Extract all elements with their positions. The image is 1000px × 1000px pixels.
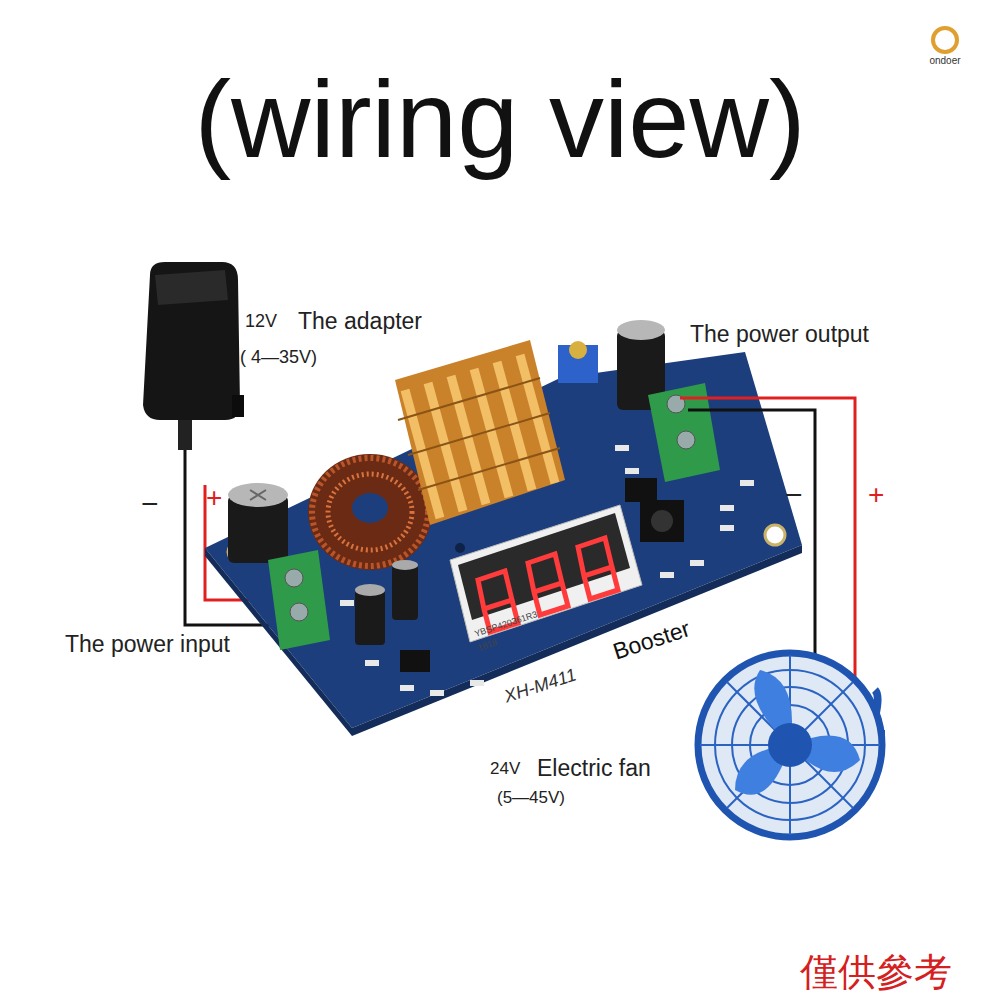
led-display-part-part [578, 538, 618, 599]
booster-board-part [400, 650, 430, 672]
power-adapter-part [178, 420, 192, 450]
part-name: The power output [690, 322, 869, 347]
booster-board-part-part [340, 600, 354, 606]
input-terminal-part [285, 569, 303, 587]
push-button [640, 500, 684, 542]
led-display-part-part [528, 554, 568, 615]
power-adapter-part [143, 262, 240, 420]
part-name: The power input [65, 632, 230, 657]
toroid-inductor-part [352, 493, 388, 523]
led-display-part [478, 538, 618, 632]
booster-board-part-part [720, 525, 734, 531]
toroid-inductor-part [312, 458, 428, 566]
heatsink-part-part [398, 378, 540, 420]
power-adapter [143, 262, 244, 450]
booster-board-part-part [470, 680, 484, 686]
push-button-part [651, 510, 673, 532]
booster-board-part-part [690, 560, 704, 566]
toroid-inductor [308, 454, 432, 570]
led-display [450, 505, 642, 642]
watermark-logo [933, 28, 957, 52]
electric-fan-part [700, 655, 880, 835]
electric-fan-part [698, 653, 882, 837]
capacitors-part [355, 590, 385, 645]
voltage-note: 12V [245, 312, 277, 332]
voltage-note: 24V [490, 760, 520, 779]
capacitors-part [355, 584, 385, 596]
booster-board-part-part [430, 690, 444, 696]
electric-fan-part [768, 723, 812, 767]
toroid-inductor-part [328, 474, 412, 550]
capacitors-part [228, 483, 288, 507]
booster-board-part [765, 525, 785, 545]
heatsink-part-part [418, 448, 560, 490]
booster-board-part-part [660, 572, 674, 578]
polarity-sign: − [141, 487, 159, 520]
title: (wiring view) [194, 58, 805, 179]
part-name: The adapter [298, 309, 422, 334]
output-terminal-part [677, 431, 695, 449]
booster-board-part-part [720, 505, 734, 511]
range-note: ( 4—35V) [240, 348, 317, 368]
potentiometer-part [569, 341, 587, 359]
range-note: (5—45V) [497, 789, 565, 808]
booster-board-part [455, 543, 465, 553]
booster-board-part-part [400, 685, 414, 691]
push-button-part [640, 500, 684, 542]
toroid-inductor-part [308, 454, 432, 570]
heatsink-part-part [408, 413, 550, 455]
led-display-part [450, 505, 642, 642]
watermark: ondoer [929, 55, 960, 66]
heatsink [395, 340, 565, 525]
polarity-sign: + [868, 480, 884, 511]
polarity-sign: − [785, 478, 803, 511]
input-terminal-part [268, 550, 330, 650]
capacitors-part [392, 565, 418, 620]
input-terminal-part [290, 603, 308, 621]
booster-board-part-part [365, 660, 379, 666]
booster-board-part [625, 478, 657, 502]
capacitors-part [392, 560, 418, 570]
output-wires-part [680, 398, 855, 690]
watermark-logo-part [933, 28, 957, 52]
watermark: 僅供參考 [800, 952, 952, 994]
polarity-sign: + [206, 483, 222, 514]
capacitors-part [617, 320, 665, 340]
heatsink-part [395, 340, 565, 525]
potentiometer [558, 341, 598, 383]
booster-board-part-part [625, 468, 639, 474]
power-adapter-part [232, 395, 244, 417]
heatsink-part [398, 378, 560, 490]
booster-board-part-part [740, 480, 754, 486]
capacitors-part [250, 490, 266, 500]
electric-fan [698, 653, 885, 837]
board-model: XH-M411 [502, 665, 579, 707]
heatsink-part-part [520, 355, 555, 483]
part-name: Electric fan [537, 756, 651, 781]
power-adapter-part [155, 270, 228, 305]
booster-board-part-part [615, 445, 629, 451]
input-terminal [268, 550, 330, 650]
